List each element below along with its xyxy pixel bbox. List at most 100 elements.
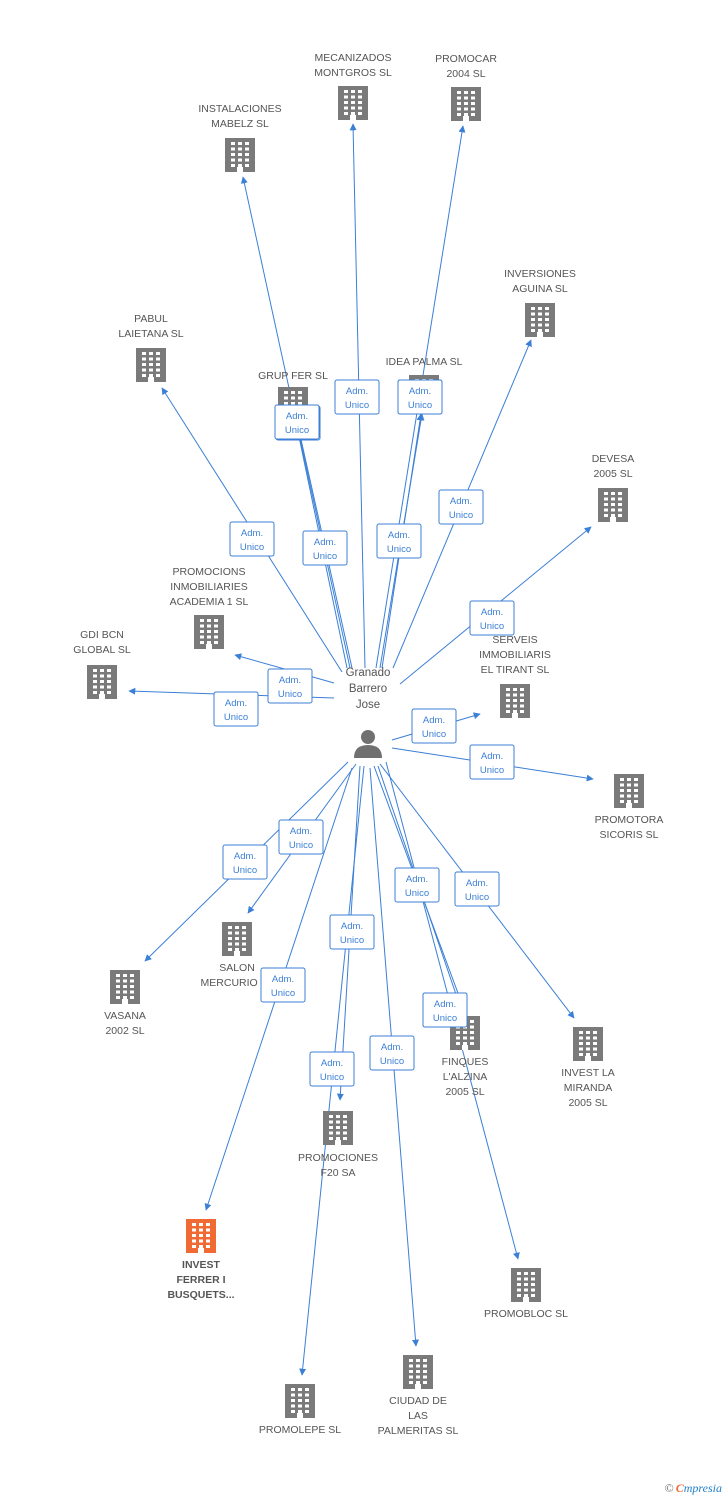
edge-label-gdibcn[interactable]: Adm.Unico — [213, 691, 259, 727]
edge-label-text: Adm. — [450, 496, 472, 507]
building-icon — [403, 1355, 433, 1389]
edge-label-ideapalma[interactable]: Adm.Unico — [376, 523, 422, 559]
edge-label-text: Adm. — [406, 874, 428, 885]
edge-label-text: Unico — [240, 542, 264, 553]
edge-label-text: Unico — [320, 1072, 344, 1083]
edge-label-text: Adm. — [314, 537, 336, 548]
building-icon — [323, 1111, 353, 1145]
company-label: IMMOBILIARIS — [479, 649, 551, 661]
company-label: CIUDAD DE — [389, 1395, 447, 1407]
company-label: INMOBILIARIES — [170, 581, 248, 593]
building-icon — [614, 774, 644, 808]
edge-label-f20[interactable]: Adm. Unico — [329, 914, 375, 950]
edge-label-text: Unico — [422, 729, 446, 740]
company-label: PROMOTORA — [595, 814, 664, 826]
edge-label-mecanizados[interactable]: Adm. Unico — [334, 379, 380, 415]
edge-label-text: Adm. — [481, 607, 503, 618]
building-icon — [225, 138, 255, 172]
edge-label-text: Unico — [465, 892, 489, 903]
building-icon — [222, 922, 252, 956]
edge-label-vasana[interactable]: Adm.Unico — [222, 844, 268, 880]
person-name-label: Granado — [346, 667, 391, 679]
edge-label-text: Adm. — [290, 826, 312, 837]
edge-label-text: Adm. — [409, 386, 431, 397]
edge-label-tirant[interactable]: Adm. Unico — [411, 708, 457, 744]
edge-label-text: Unico — [345, 400, 369, 411]
edge-label-salon[interactable]: Adm. Unico — [278, 819, 324, 855]
edge-label-text: Unico — [480, 765, 504, 776]
edge-label-promolepe[interactable]: Adm.Unico — [309, 1051, 355, 1087]
edge-label-grupfer[interactable]: Adm.Unico — [302, 530, 348, 566]
edge-label-text: Adm. — [234, 851, 256, 862]
company-label: SERVEIS — [492, 634, 537, 646]
company-label: EL TIRANT SL — [481, 664, 550, 676]
edge-label-text: Adm. — [341, 921, 363, 932]
edge-label-academia[interactable]: Adm. Unico — [267, 668, 313, 704]
company-label: MERCURIO SL — [201, 977, 274, 989]
company-label: BUSQUETS... — [167, 1289, 234, 1301]
edge-label-palmeritas[interactable]: Adm.Unico — [369, 1035, 415, 1071]
company-label: FERRER I — [176, 1274, 225, 1286]
company-label: L'ALZINA — [443, 1071, 488, 1083]
company-node-tirant[interactable]: SERVEIS IMMOBILIARIS EL TIRANT SL — [479, 634, 551, 718]
edge-label-text: Unico — [340, 935, 364, 946]
footer-brand[interactable]: ©Cmpresia — [665, 1481, 722, 1496]
company-label: 2004 SL — [446, 68, 485, 80]
edge-label-sicoris[interactable]: Adm.Unico — [469, 744, 515, 780]
company-label: LAIETANA SL — [118, 328, 183, 340]
copyright-symbol: © — [664, 1481, 674, 1495]
company-node-promobloc[interactable]: PROMOBLOC SL — [484, 1268, 568, 1320]
edge-label-text: Adm. — [346, 386, 368, 397]
company-label: DEVESA — [592, 453, 635, 465]
edge-label-finques[interactable]: Adm.Unico — [422, 992, 468, 1028]
edge-label-text: Adm. — [286, 411, 308, 422]
building-icon — [511, 1268, 541, 1302]
company-node-promolepe[interactable]: PROMOLEPE SL — [259, 1384, 341, 1436]
edge-label-text: Unico — [271, 988, 295, 999]
company-node-finques[interactable]: FINQUES L'ALZINA 2005 SL — [442, 1016, 489, 1098]
edge-label-text: Unico — [405, 888, 429, 899]
company-label: ACADEMIA 1 SL — [170, 596, 249, 608]
edge-label-text: Unico — [408, 400, 432, 411]
edge-label-text: Adm. — [279, 675, 301, 686]
edge-label-text: Unico — [289, 840, 313, 851]
company-label: INVEST LA — [561, 1067, 615, 1079]
company-label: FINQUES — [442, 1056, 489, 1068]
company-label: 2005 SL — [445, 1086, 484, 1098]
company-label: PALMERITAS SL — [378, 1425, 459, 1437]
edge-label-text: Adm. — [423, 715, 445, 726]
edge-label-inversiones[interactable]: Adm.Unico — [438, 489, 484, 525]
edge-label-devesa[interactable]: Adm.Unico — [469, 600, 515, 636]
edge-label-miranda[interactable]: Adm.Unico — [454, 871, 500, 907]
edge-label-text: Unico — [224, 712, 248, 723]
edge-label-text: Adm. — [272, 974, 294, 985]
edge-label-pabul[interactable]: Adm.Unico — [229, 521, 275, 557]
edge-label-text: Unico — [433, 1013, 457, 1024]
edge-label-ferrer[interactable]: Adm. Unico — [260, 967, 306, 1003]
edge-label-ideapalma[interactable]: Adm. Unico — [397, 379, 443, 415]
company-label: 2002 SL — [105, 1025, 144, 1037]
edge-label-text: Unico — [278, 689, 302, 700]
edge-label-finques[interactable]: Adm. Unico — [394, 867, 440, 903]
edge-label-grupfer[interactable]: Adm.Unico — [274, 404, 320, 440]
building-icon — [194, 615, 224, 649]
building-icon — [110, 970, 140, 1004]
building-icon — [87, 665, 117, 699]
